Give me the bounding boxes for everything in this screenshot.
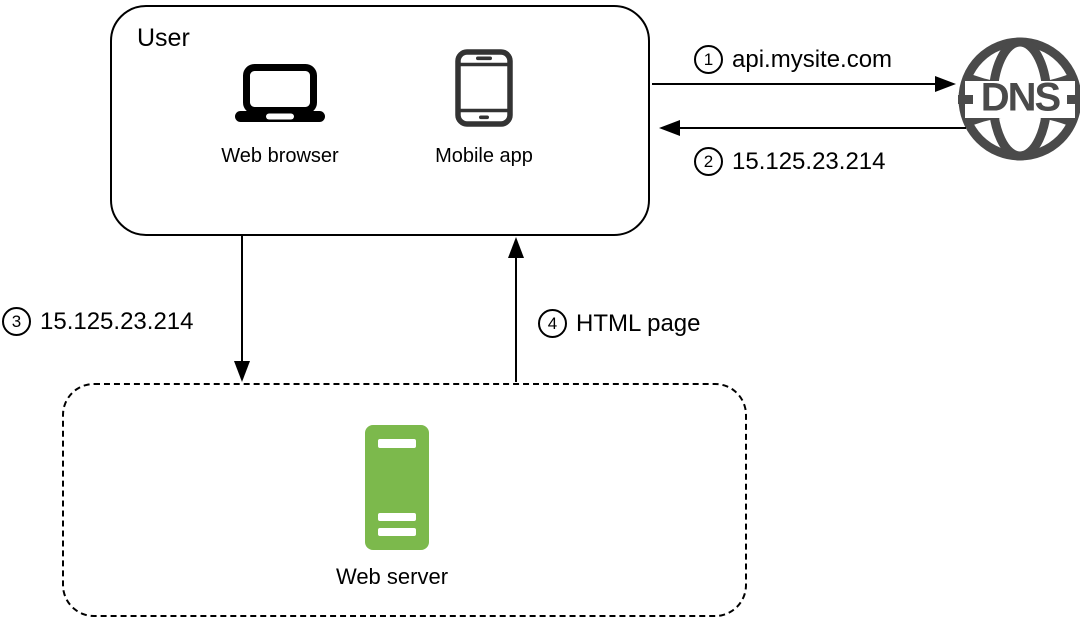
step-3-number-badge: 3 bbox=[2, 307, 31, 336]
user-group-box: User Web browser Mo bbox=[110, 5, 650, 236]
web-browser-device: Web browser bbox=[195, 64, 365, 168]
web-server-group-box: Web server bbox=[62, 383, 747, 617]
step-1-number-badge: 1 bbox=[694, 45, 723, 74]
mobile-app-device: Mobile app bbox=[399, 49, 569, 168]
laptop-icon bbox=[235, 64, 325, 127]
dns-label: DNS bbox=[980, 75, 1061, 120]
step-2-number-badge: 2 bbox=[694, 147, 723, 176]
mobile-app-label: Mobile app bbox=[435, 145, 533, 167]
arrow-server-to-user bbox=[508, 237, 524, 382]
step-3-text: 15.125.23.214 bbox=[40, 307, 194, 335]
step-1-label: 1 api.mysite.com bbox=[694, 45, 892, 74]
step-4-text: HTML page bbox=[576, 309, 701, 337]
step-3-label: 3 15.125.23.214 bbox=[2, 307, 193, 336]
web-server-label: Web server bbox=[335, 564, 449, 589]
dns-node: DNS bbox=[958, 37, 1080, 161]
step-2-label: 2 15.125.23.214 bbox=[694, 147, 885, 176]
step-4-label: 4 HTML page bbox=[538, 309, 701, 338]
step-4-number-badge: 4 bbox=[538, 309, 567, 338]
step-1-text: api.mysite.com bbox=[732, 45, 893, 73]
arrow-dns-to-user bbox=[659, 120, 966, 136]
server-icon bbox=[365, 425, 429, 555]
step-2-text: 15.125.23.214 bbox=[732, 147, 886, 175]
web-browser-label: Web browser bbox=[221, 145, 339, 167]
arrow-user-to-server bbox=[234, 236, 250, 382]
smartphone-icon bbox=[455, 49, 513, 132]
arrow-user-to-dns bbox=[652, 76, 956, 92]
user-box-title: User bbox=[137, 24, 190, 52]
